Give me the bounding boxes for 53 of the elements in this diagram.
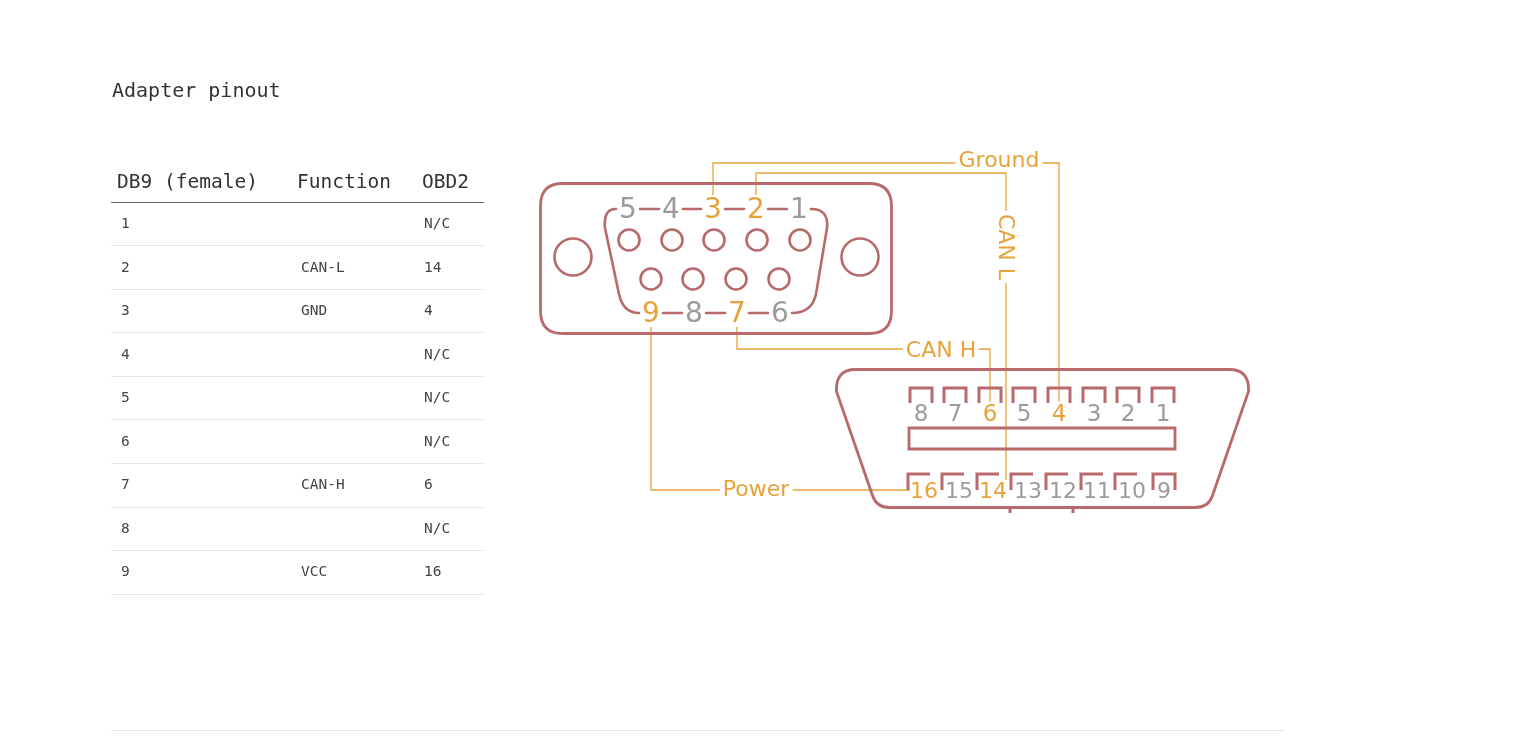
pin-number: 8 bbox=[121, 518, 130, 537]
pin-number: 3 bbox=[1086, 401, 1102, 425]
pin-number: 11 bbox=[1083, 480, 1111, 502]
pin-number: 3 bbox=[704, 195, 722, 223]
pin-number: 3 bbox=[121, 301, 130, 319]
signal-name: CAN-H bbox=[301, 475, 345, 493]
pin-assignment: N/C bbox=[424, 518, 451, 537]
pin-assignment: N/C bbox=[424, 214, 451, 232]
pin-number: 9 bbox=[1157, 480, 1171, 502]
pin-number: 1 bbox=[1155, 401, 1171, 425]
pin-number: 6 bbox=[771, 299, 789, 327]
db9-connector bbox=[539, 182, 893, 335]
pin-number: 2 bbox=[121, 257, 130, 276]
signal-name: GND bbox=[301, 301, 328, 319]
pin-assignment: N/C bbox=[424, 344, 451, 363]
pin-number: 1 bbox=[790, 195, 808, 223]
pin-assignment: 4 bbox=[424, 301, 433, 319]
pin-assignment: N/C bbox=[424, 388, 451, 406]
pin-number: 1 bbox=[121, 214, 130, 232]
signal-name: VCC bbox=[301, 562, 328, 580]
pin-number: 7 bbox=[947, 401, 963, 425]
obd2-connector bbox=[834, 368, 1251, 514]
pin-assignment: 14 bbox=[424, 257, 442, 276]
signal-name: CAN-L bbox=[301, 257, 345, 276]
pin-number: 12 bbox=[1049, 480, 1077, 502]
pin-number: 8 bbox=[685, 299, 703, 327]
pin-number: 9 bbox=[121, 562, 130, 580]
pin-number: 15 bbox=[945, 480, 973, 502]
pin-number: 13 bbox=[1014, 480, 1042, 502]
pin-number: 2 bbox=[1120, 401, 1136, 425]
pin-assignment: 6 bbox=[424, 475, 433, 493]
pin-assignment: N/C bbox=[424, 431, 451, 450]
column-header: Function bbox=[297, 170, 391, 194]
column-header: DB9 (female) bbox=[117, 170, 258, 194]
diagram-title: Adapter pinout bbox=[112, 78, 281, 102]
pin-number: 10 bbox=[1118, 480, 1146, 502]
pin-number: 2 bbox=[747, 195, 765, 223]
pin-number: 6 bbox=[121, 431, 130, 450]
pin-number: 6 bbox=[982, 401, 998, 425]
pin-number: 4 bbox=[121, 344, 130, 363]
pin-number: 4 bbox=[662, 195, 680, 223]
pin-number: 9 bbox=[642, 299, 660, 327]
pin-number: 7 bbox=[728, 299, 746, 327]
pin-number: 8 bbox=[913, 401, 929, 425]
pin-assignment: 16 bbox=[424, 562, 442, 580]
pin-number: 5 bbox=[619, 195, 637, 223]
pin-number: 5 bbox=[1016, 401, 1032, 425]
pin-number: 7 bbox=[121, 475, 130, 493]
pin-number: 16 bbox=[910, 480, 938, 502]
pin-number: 5 bbox=[121, 388, 130, 406]
column-header: OBD2 bbox=[422, 170, 469, 194]
pin-number: 4 bbox=[1051, 401, 1067, 425]
pin-number: 14 bbox=[979, 480, 1007, 502]
